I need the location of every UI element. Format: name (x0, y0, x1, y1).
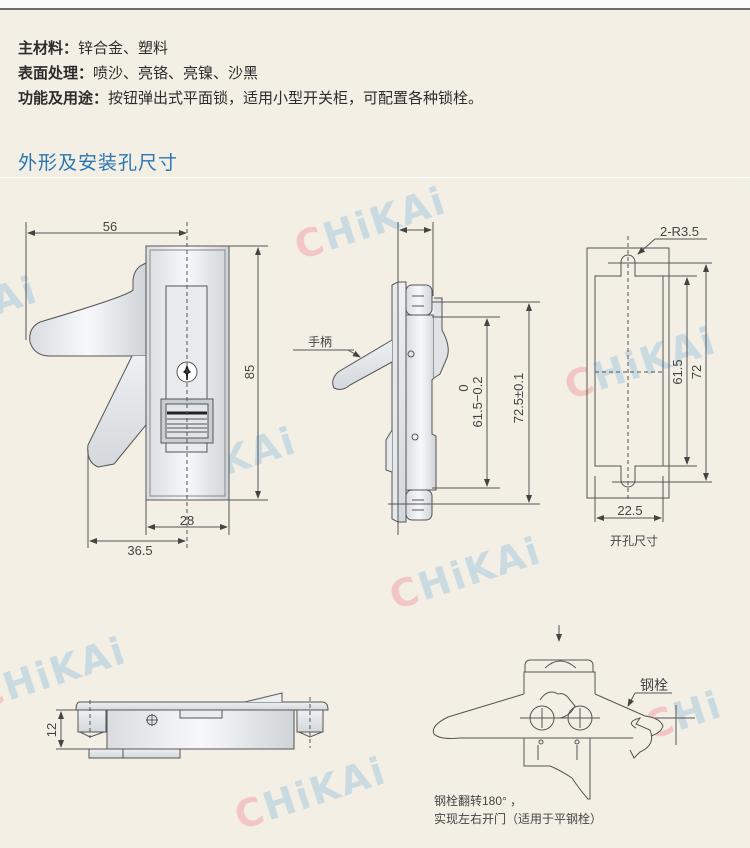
dim-inner-tolerance-upper: 0 (456, 384, 471, 391)
dim-body-width: 28 (180, 513, 194, 528)
cutout-caption: 开孔尺寸 (610, 534, 658, 548)
bolt-view-drawing (432, 625, 695, 800)
cutout-view-drawing (586, 236, 712, 522)
dim-inner: 61.5−0.2 (470, 377, 485, 428)
handle-label: 手柄 (308, 335, 332, 349)
spec-key: 功能及用途： (18, 89, 109, 107)
bolt-label: 钢栓 (640, 677, 668, 693)
cutout-dim-inner: 61.5 (670, 359, 685, 384)
bolt-caption-line1: 钢栓翻转180° ， (434, 793, 522, 808)
dim-handle-width: 56 (103, 219, 117, 234)
spec-key: 表面处理： (18, 64, 94, 82)
spec-key: 主材料： (18, 39, 79, 57)
cutout-dim-outer: 72 (689, 365, 704, 379)
section-divider (0, 177, 750, 178)
bolt-caption-line2: 实现左右开门（适用于平钢栓） (434, 811, 602, 826)
section-title: 外形及安装孔尺寸 (18, 152, 179, 174)
side-view-drawing (293, 222, 540, 535)
dim-height: 85 (242, 365, 257, 379)
spec-value: 喷沙、亮铬、亮镍、沙黑 (93, 64, 259, 82)
radius-label: 2-R3.5 (660, 224, 699, 239)
top-border (0, 0, 750, 10)
dim-handle-offset: 36.5 (127, 543, 152, 558)
top-view-drawing (56, 692, 329, 759)
svg-text:CHiKAi: CHiKAi (289, 178, 452, 268)
spec-material: 主材料：锌合金、塑料 (18, 36, 483, 61)
svg-text:CHiKAi: CHiKAi (559, 318, 722, 408)
dim-depth: 12 (44, 723, 59, 737)
front-view-drawing (25, 222, 268, 548)
svg-text:CHiKAi: CHiKAi (229, 748, 392, 838)
spec-value: 按钮弹出式平面锁，适用小型开关柜，可配置各种锁栓。 (108, 89, 484, 107)
spec-function: 功能及用途：按钮弹出式平面锁，适用小型开关柜，可配置各种锁栓。 (18, 86, 483, 111)
spec-surface: 表面处理：喷沙、亮铬、亮镍、沙黑 (18, 61, 483, 86)
spec-list: 主材料：锌合金、塑料 表面处理：喷沙、亮铬、亮镍、沙黑 功能及用途：按钮弹出式平… (18, 36, 483, 111)
cutout-dim-width: 22.5 (617, 503, 642, 518)
spec-value: 锌合金、塑料 (78, 39, 169, 57)
svg-text:CHiKAi: CHiKAi (384, 528, 547, 618)
dim-outer: 72.5±0.1 (511, 373, 526, 424)
